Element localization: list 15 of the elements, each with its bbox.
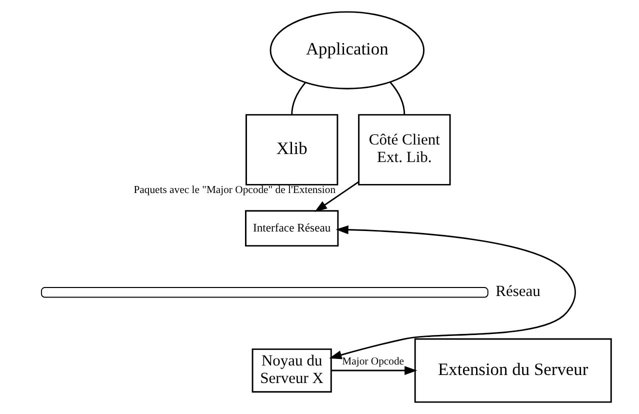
node-box: Interface Réseau (245, 210, 339, 247)
node-box: Xlib (246, 114, 338, 186)
node-ellipse: Application (270, 11, 425, 90)
edge-label: Major Opcode (342, 356, 404, 368)
node-box: Côté Client Ext. Lib. (358, 114, 451, 186)
arrow (331, 366, 418, 375)
node-label: Réseau (496, 283, 540, 300)
connector (390, 82, 406, 115)
arrow (329, 225, 576, 360)
arrow (314, 181, 360, 212)
edge-label: Paquets avec le "Major Opcode" de l'Extension (134, 184, 336, 196)
node-box: Noyau du Serveur X (252, 348, 332, 393)
connector (291, 82, 306, 115)
node-box: Extension du Serveur (414, 338, 612, 403)
node-box (40, 287, 488, 298)
